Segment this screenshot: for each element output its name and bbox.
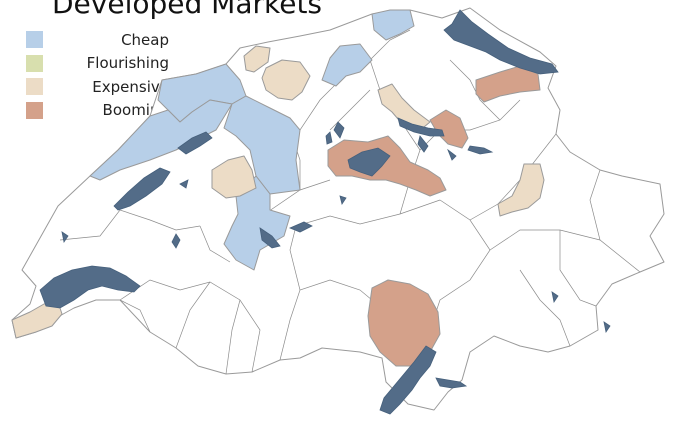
region-basel-land: [261, 59, 311, 101]
border-line: [225, 299, 241, 375]
lake-neuchatel: [113, 167, 171, 211]
border-line: [119, 299, 151, 333]
region-solothurn: [223, 95, 301, 195]
lake-small: [61, 231, 69, 244]
legend-swatch-cheap: [26, 31, 43, 49]
lake-small: [339, 195, 347, 205]
region-fribourg: [211, 155, 257, 199]
legend-swatch-expensive: [26, 78, 43, 96]
region-aargau-west: [321, 43, 373, 87]
lake-sempach: [333, 121, 345, 139]
border-line: [199, 225, 231, 263]
border-line: [175, 281, 211, 349]
border-line: [519, 269, 571, 347]
lakes: [39, 9, 611, 415]
lake-lucerne: [347, 147, 391, 177]
lake-small: [551, 291, 559, 304]
lake-geneva: [39, 265, 141, 309]
border-line: [279, 279, 373, 361]
lake-brienz: [288, 221, 313, 233]
lake-walen: [467, 145, 494, 155]
lake-maggiore: [379, 345, 437, 415]
lake-zurich: [397, 117, 445, 137]
map-title: Developed Markets: [52, 0, 323, 20]
legend-swatch-flourishing: [26, 54, 43, 72]
region-lucerne-nidwalden: [327, 135, 447, 197]
legend-label-expensive: Expensive: [92, 77, 169, 96]
region-st-gallen: [475, 65, 541, 103]
border-line: [329, 89, 371, 131]
border-line: [429, 199, 491, 331]
border-line: [59, 209, 201, 241]
lake-small: [603, 321, 611, 334]
border-line: [469, 133, 557, 221]
region-basel: [243, 45, 271, 73]
legend-label-flourishing: Flourishing: [86, 54, 169, 73]
border-line: [589, 169, 601, 241]
region-bern-south: [223, 175, 291, 271]
region-schaffhausen: [371, 9, 415, 41]
border-line: [449, 59, 501, 121]
legend-label-cheap: Cheap: [121, 30, 169, 49]
legend-item-cheap: Cheap: [26, 28, 169, 52]
region-geneva: [11, 301, 63, 339]
lake-thun: [259, 227, 281, 249]
legend-item-flourishing: Flourishing: [26, 52, 169, 76]
lake-small: [447, 148, 457, 161]
region-graubuenden: [497, 163, 545, 217]
lake-small: [171, 233, 181, 249]
lake-small: [417, 135, 429, 153]
lake-lugano: [435, 377, 468, 389]
border-line: [559, 230, 597, 307]
legend-swatch-booming: [26, 101, 43, 119]
lake-constance: [443, 9, 559, 75]
lake-small: [325, 131, 333, 145]
lake-biel: [177, 131, 213, 155]
lake-small: [179, 179, 189, 189]
legend-item-expensive: Expensive: [26, 75, 169, 99]
